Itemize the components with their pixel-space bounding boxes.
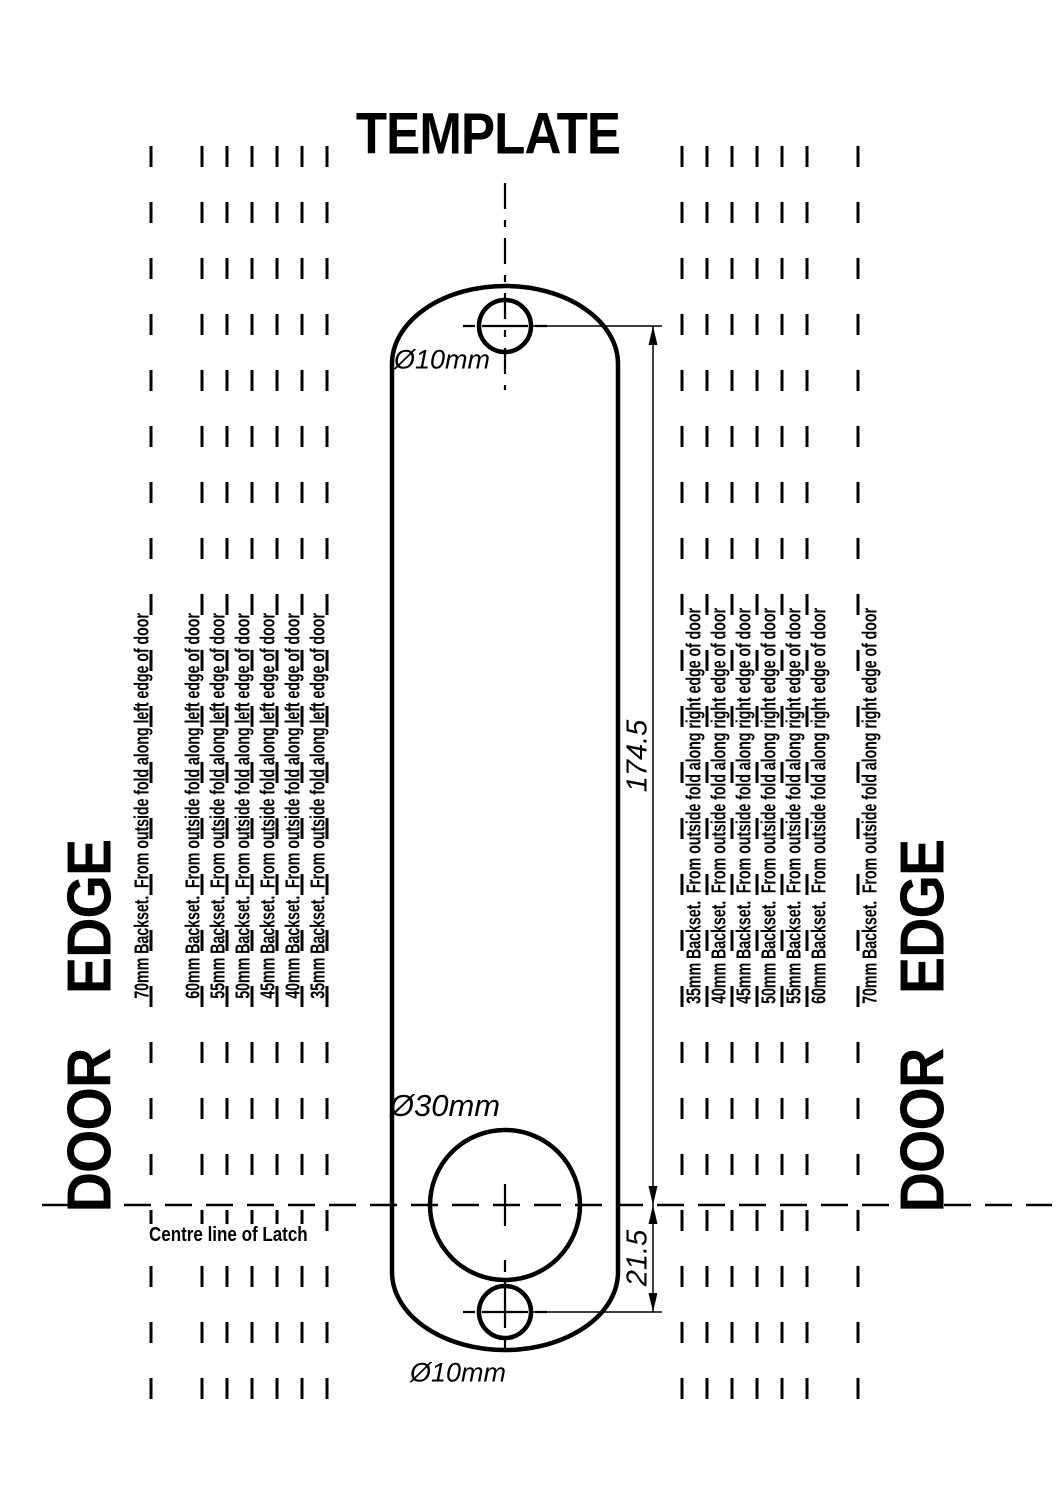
fold-label-50mm-left: 50mm Backset. From outside fold along le… bbox=[232, 613, 255, 999]
centre-line-of-latch-label: Centre line of Latch bbox=[149, 1224, 308, 1247]
fold-label-50mm-right: 50mm Backset. From outside fold along ri… bbox=[758, 608, 781, 1004]
fold-label-45mm-right: 45mm Backset. From outside fold along ri… bbox=[733, 608, 756, 1004]
fold-label-40mm-right: 40mm Backset. From outside fold along ri… bbox=[708, 608, 731, 1004]
fold-label-70mm-left: 70mm Backset. From outside fold along le… bbox=[131, 613, 154, 999]
dimension-arrows bbox=[648, 326, 658, 1312]
top-hole-diameter-label: Ø10mm bbox=[393, 344, 491, 375]
spindle-hole bbox=[427, 1127, 583, 1283]
fold-lines-left bbox=[149, 146, 329, 1428]
fold-label-35mm-right: 35mm Backset. From outside fold along ri… bbox=[683, 608, 706, 1004]
fold-label-70mm-right: 70mm Backset. From outside fold along ri… bbox=[859, 608, 882, 1004]
bottom-fixing-hole bbox=[476, 1283, 534, 1341]
fold-lines-right bbox=[680, 146, 860, 1428]
dimension-lines bbox=[533, 325, 662, 1313]
fold-label-40mm-left: 40mm Backset. From outside fold along le… bbox=[282, 613, 305, 999]
bottom-hole-diameter-label: Ø10mm bbox=[409, 1357, 507, 1388]
dim-value-21-5: 21.5 bbox=[621, 1229, 654, 1287]
fold-label-55mm-left: 55mm Backset. From outside fold along le… bbox=[207, 613, 230, 999]
dim-value-174-5: 174.5 bbox=[621, 719, 654, 793]
page-title: TEMPLATE bbox=[355, 101, 621, 167]
fold-label-45mm-left: 45mm Backset. From outside fold along le… bbox=[257, 613, 280, 999]
fold-label-60mm-right: 60mm Backset. From outside fold along ri… bbox=[808, 608, 831, 1004]
fold-label-60mm-left: 60mm Backset. From outside fold along le… bbox=[182, 613, 205, 999]
arrow-down-latch-line bbox=[648, 1186, 658, 1205]
arrow-down-bottom-hole bbox=[648, 1293, 658, 1312]
door-edge-label-left: DOOR EDGE bbox=[55, 839, 125, 1213]
arrow-up-top-hole bbox=[648, 326, 658, 345]
spindle-hole-diameter-label: Ø30mm bbox=[389, 1088, 501, 1123]
fold-label-35mm-left: 35mm Backset. From outside fold along le… bbox=[307, 613, 330, 999]
fold-label-55mm-right: 55mm Backset. From outside fold along ri… bbox=[783, 608, 806, 1004]
arrow-up-latch-line bbox=[648, 1205, 658, 1224]
backplate-outline bbox=[389, 283, 621, 1353]
door-edge-label-right: DOOR EDGE bbox=[888, 839, 958, 1213]
top-fixing-hole bbox=[476, 297, 534, 355]
